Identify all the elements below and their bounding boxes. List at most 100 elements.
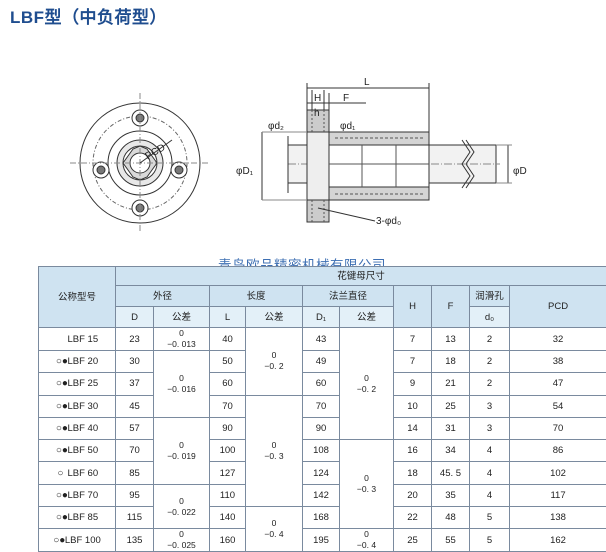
header-col-F: F — [432, 286, 470, 328]
availability-marks: ○ — [56, 468, 65, 479]
cell-D1: 195 — [303, 529, 340, 552]
cell-F: 34 — [432, 440, 470, 462]
tol-upper: 0 — [246, 518, 302, 529]
side-view — [262, 83, 512, 222]
cell-F: 13 — [432, 328, 470, 351]
cell-PCD: 47 — [510, 373, 606, 395]
cell-d0: 4 — [470, 484, 510, 506]
table-row: ○● LBF 25 37 60 60 9 21 2 47 — [39, 373, 606, 395]
cell-D: 85 — [116, 462, 154, 484]
table-row: ○● LBF 50 70 100 108 0 −0. 3 16 34 4 86 — [39, 440, 606, 462]
tol-upper: 0 — [154, 328, 209, 339]
header-group: 花键母尺寸 — [116, 267, 606, 286]
model-name: LBF 15 — [68, 334, 99, 345]
cell-H: 16 — [394, 440, 432, 462]
header-col-d0: d₀ — [470, 307, 510, 328]
tol-upper: 0 — [154, 529, 209, 540]
model-name: LBF 100 — [65, 535, 101, 546]
cell-PCD: 162 — [510, 529, 606, 552]
tol-lower: −0. 3 — [340, 484, 393, 495]
cell-L: 160 — [210, 529, 246, 552]
cell-D: 23 — [116, 328, 154, 351]
tol-upper: 0 — [340, 473, 393, 484]
tol-lower: −0. 016 — [154, 384, 209, 395]
cell-model: ○● LBF 70 — [39, 484, 116, 506]
label-d0: 3-φd₀ — [376, 216, 401, 227]
cell-model: ○● LBF 20 — [39, 351, 116, 373]
cell-PCD: 32 — [510, 328, 606, 351]
header-lube-hole: 润滑孔 — [470, 286, 510, 307]
cell-model: ○● LBF 50 — [39, 440, 116, 462]
cell-H: 18 — [394, 462, 432, 484]
cell-L-tol: 0 −0. 2 — [246, 328, 303, 396]
cell-D: 57 — [116, 417, 154, 439]
table-row: ○ LBF 60 85 127 124 18 45. 5 4 102 — [39, 462, 606, 484]
model-name: LBF 50 — [68, 445, 99, 456]
tol-upper: 0 — [246, 350, 302, 361]
cell-H: 9 — [394, 373, 432, 395]
cell-D1: 70 — [303, 395, 340, 417]
tol-lower: −0. 4 — [246, 529, 302, 540]
header-col-H: H — [394, 286, 432, 328]
header-length: 长度 — [210, 286, 303, 307]
cell-F: 48 — [432, 507, 470, 529]
header-col-D-tol: 公差 — [154, 307, 210, 328]
cell-L: 70 — [210, 395, 246, 417]
cell-L: 110 — [210, 484, 246, 506]
tol-upper: 0 — [340, 529, 393, 540]
cell-d0: 3 — [470, 395, 510, 417]
cell-L: 127 — [210, 462, 246, 484]
table-row: ○● LBF 40 57 0 −0. 019 90 90 14 31 3 70 — [39, 417, 606, 439]
model-name: LBF 60 — [68, 468, 99, 479]
cell-model: ○● LBF 85 — [39, 507, 116, 529]
table-row: ○● LBF 100 135 0 −0. 025 160 195 0 −0. 4… — [39, 529, 606, 552]
cell-D: 115 — [116, 507, 154, 529]
cell-d0: 3 — [470, 417, 510, 439]
model-name: LBF 20 — [68, 356, 99, 367]
cell-d0: 4 — [470, 440, 510, 462]
availability-marks: ○● — [56, 356, 65, 367]
cell-L: 140 — [210, 507, 246, 529]
cell-D: 95 — [116, 484, 154, 506]
cell-PCD: 102 — [510, 462, 606, 484]
cell-D1: 90 — [303, 417, 340, 439]
label-D: φD — [513, 166, 527, 177]
tol-lower: −0. 025 — [154, 540, 209, 551]
tol-lower: −0. 4 — [340, 540, 393, 551]
cell-model: ○● LBF 25 — [39, 373, 116, 395]
cell-D1: 142 — [303, 484, 340, 506]
cell-H: 22 — [394, 507, 432, 529]
model-name: LBF 70 — [68, 490, 99, 501]
cell-D-tol: 0 −0. 016 — [154, 351, 210, 418]
table-row: LBF 15 23 0 −0. 013 40 0 −0. 2 43 0 −0. … — [39, 328, 606, 351]
cell-PCD: 117 — [510, 484, 606, 506]
availability-marks: ○● — [56, 378, 65, 389]
table-row: ○● LBF 85 115 140 0 −0. 4 168 22 48 5 13… — [39, 507, 606, 529]
cell-D1: 60 — [303, 373, 340, 395]
cell-model: ○ LBF 60 — [39, 462, 116, 484]
label-d1: φd₁ — [340, 121, 356, 132]
cell-D1: 49 — [303, 351, 340, 373]
cell-d0: 5 — [470, 507, 510, 529]
cell-model: ○● LBF 100 — [39, 529, 116, 552]
cell-d0: 5 — [470, 529, 510, 552]
tol-lower: −0. 019 — [154, 451, 209, 462]
page-title: LBF型（中负荷型） — [10, 3, 167, 28]
cell-L: 50 — [210, 351, 246, 373]
cell-D-tol: 0 −0. 013 — [154, 328, 210, 351]
cell-D: 45 — [116, 395, 154, 417]
header-col-PCD: PCD — [510, 286, 606, 328]
table-row: ○● LBF 20 30 0 −0. 016 50 49 7 18 2 38 — [39, 351, 606, 373]
header-col-D1: D₁ — [303, 307, 340, 328]
header-col-L-tol: 公差 — [246, 307, 303, 328]
cell-D: 30 — [116, 351, 154, 373]
cell-F: 31 — [432, 417, 470, 439]
cell-H: 10 — [394, 395, 432, 417]
header-col-L: L — [210, 307, 246, 328]
front-view — [70, 93, 210, 233]
cell-PCD: 86 — [510, 440, 606, 462]
header-flange-diameter: 法兰直径 — [303, 286, 394, 307]
label-L: L — [364, 77, 370, 88]
cell-H: 25 — [394, 529, 432, 552]
cell-PCD: 54 — [510, 395, 606, 417]
